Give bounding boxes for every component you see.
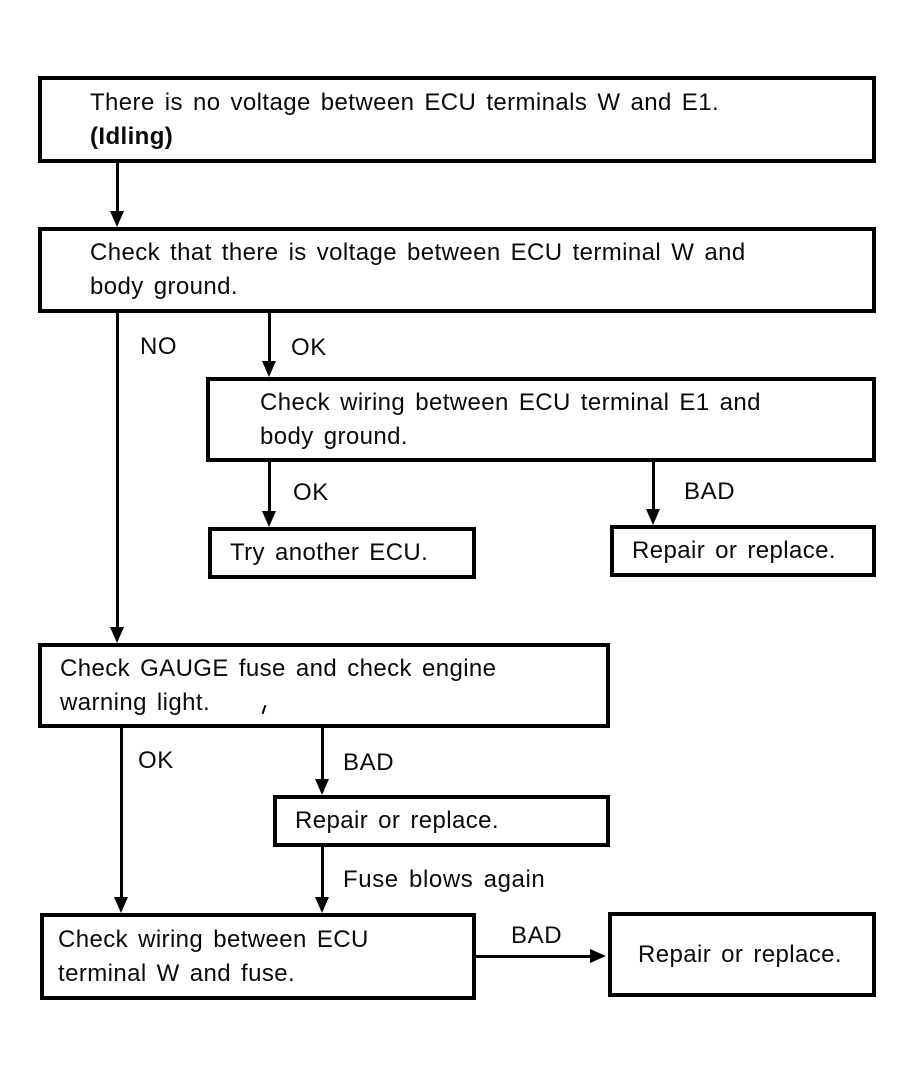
node-check-w-line1: Check that there is voltage between ECU …	[90, 239, 746, 266]
connector-fuse-blows-again	[321, 847, 324, 898]
connector-ok-to-try-ecu	[268, 462, 271, 511]
node-check-w-fuse-line1: Check wiring between ECU	[58, 925, 369, 953]
connector-start-to-check-w	[116, 163, 119, 213]
arrowhead-right-icon	[590, 949, 606, 963]
edge-label-bad-bottom: BAD	[511, 922, 563, 949]
arrowhead-down-icon	[262, 361, 276, 377]
connector-ok-to-e1-check	[268, 313, 271, 362]
edge-label-no: NO	[140, 333, 178, 360]
edge-label-ok-gauge: OK	[138, 747, 174, 774]
node-repair-top-text: Repair or replace.	[632, 537, 836, 564]
arrowhead-down-icon	[262, 511, 276, 527]
edge-label-fuse-blows: Fuse blows again	[343, 866, 546, 893]
node-try-another-ecu: Try another ECU.	[208, 527, 476, 579]
connector-bad-to-repair-bottom	[476, 955, 592, 958]
arrowhead-down-icon	[110, 211, 124, 227]
node-start-line2: (Idling)	[90, 122, 174, 150]
node-check-e1-body-ground: Check wiring between ECU terminal E1 and…	[206, 377, 876, 462]
node-check-e1-line2: body ground.	[260, 422, 408, 450]
edge-label-bad-gauge: BAD	[343, 749, 395, 776]
node-start-condition: There is no voltage between ECU terminal…	[38, 76, 876, 163]
arrowhead-down-icon	[114, 897, 128, 913]
node-repair-mid: Repair or replace.	[273, 795, 610, 847]
edge-label-ok-mid: OK	[293, 479, 329, 506]
node-repair-bottom-text: Repair or replace.	[638, 940, 842, 968]
node-repair-top: Repair or replace.	[610, 525, 876, 577]
arrowhead-down-icon	[315, 779, 329, 795]
connector-bad-to-repair-top	[652, 462, 655, 509]
node-check-gauge-fuse: Check GAUGE fuse and check engine warnin…	[38, 643, 610, 728]
node-check-w-fuse: Check wiring between ECU terminal W and …	[40, 913, 476, 1000]
node-check-e1-line1: Check wiring between ECU terminal E1 and	[260, 388, 761, 416]
node-check-w-body-ground: Check that there is voltage between ECU …	[38, 227, 876, 313]
connector-no-branch	[116, 313, 119, 628]
node-start-line1: There is no voltage between ECU terminal…	[90, 88, 720, 116]
node-check-w-line2: body ground.	[90, 273, 238, 300]
arrowhead-down-icon	[646, 509, 660, 525]
arrowhead-down-icon	[110, 627, 124, 643]
node-repair-bottom: Repair or replace.	[608, 912, 876, 997]
node-gauge-line1: Check GAUGE fuse and check engine	[60, 654, 497, 682]
connector-bad-to-repair-mid	[321, 728, 324, 780]
node-repair-mid-text: Repair or replace.	[295, 807, 499, 834]
connector-ok-to-w-fuse	[120, 728, 123, 898]
edge-label-bad-top: BAD	[684, 478, 736, 505]
node-gauge-line2: warning light.	[60, 688, 211, 716]
arrowhead-down-icon	[315, 897, 329, 913]
edge-label-ok-top: OK	[291, 334, 327, 361]
node-check-w-fuse-line2: terminal W and fuse.	[58, 959, 296, 987]
node-try-ecu-text: Try another ECU.	[230, 539, 429, 566]
